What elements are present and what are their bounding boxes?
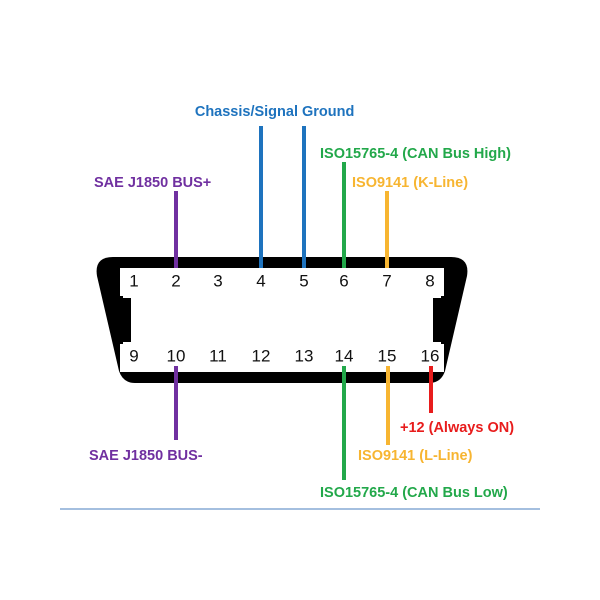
- pin-socket: [373, 268, 401, 296]
- pin-number: 16: [421, 346, 440, 365]
- pin-socket: [247, 268, 275, 296]
- pin-socket: [162, 268, 190, 296]
- pin-socket: [330, 268, 358, 296]
- pin-number: 13: [295, 346, 314, 365]
- pin-15: 15: [373, 344, 401, 372]
- label-iso9141-k-line: ISO9141 (K-Line): [352, 175, 468, 191]
- pin-12: 12: [247, 344, 275, 372]
- pin-number: 9: [129, 346, 138, 365]
- pin-2: 2: [162, 268, 190, 296]
- pin-5: 5: [290, 268, 318, 296]
- label-plus12-always-on: +12 (Always ON): [400, 420, 514, 436]
- pin-8: 8: [416, 268, 444, 296]
- pin-3: 3: [204, 268, 232, 296]
- pin-socket: [290, 268, 318, 296]
- pin-socket: [290, 344, 318, 372]
- pin-number: 6: [339, 271, 348, 290]
- pin-socket: [247, 344, 275, 372]
- pin-number: 12: [252, 346, 271, 365]
- pins-top-row: 1 2 3 4 5 6 7 8: [120, 268, 444, 296]
- pin-6: 6: [330, 268, 358, 296]
- pin-number: 10: [167, 346, 186, 365]
- pin-number: 5: [299, 271, 308, 290]
- label-chassis-signal: Chassis/Signal: [195, 104, 298, 120]
- pin-number: 7: [382, 271, 391, 290]
- pin-number: 14: [335, 346, 354, 365]
- pins-bottom-row: 9 10 11 12 13 14 15 16: [120, 344, 444, 372]
- pin-4: 4: [247, 268, 275, 296]
- pin-number: 15: [378, 346, 397, 365]
- pin-socket: [204, 268, 232, 296]
- pin-number: 8: [425, 271, 434, 290]
- label-sae-j1850-minus: SAE J1850 BUS-: [89, 448, 203, 464]
- pin-number: 11: [209, 346, 227, 365]
- label-ground: Ground: [302, 104, 354, 120]
- pin-number: 2: [171, 271, 180, 290]
- pin-1: 1: [120, 268, 148, 296]
- pin-7: 7: [373, 268, 401, 296]
- pin-socket: [204, 344, 232, 372]
- pin-9: 9: [120, 344, 148, 372]
- label-can-bus-high: ISO15765-4 (CAN Bus High): [320, 146, 511, 162]
- pin-10: 10: [162, 344, 190, 372]
- pin-number: 1: [129, 271, 138, 290]
- pin-socket: [120, 268, 148, 296]
- pin-11: 11: [204, 344, 232, 372]
- pin-socket: [120, 344, 148, 372]
- pin-number: 3: [213, 271, 222, 290]
- label-can-bus-low: ISO15765-4 (CAN Bus Low): [320, 485, 508, 501]
- pin-number: 4: [256, 271, 265, 290]
- label-iso9141-l-line: ISO9141 (L-Line): [358, 448, 473, 464]
- pin-13: 13: [290, 344, 318, 372]
- label-sae-j1850-plus: SAE J1850 BUS+: [94, 175, 211, 191]
- connector-pocket: [123, 268, 441, 372]
- pin-socket: [416, 268, 444, 296]
